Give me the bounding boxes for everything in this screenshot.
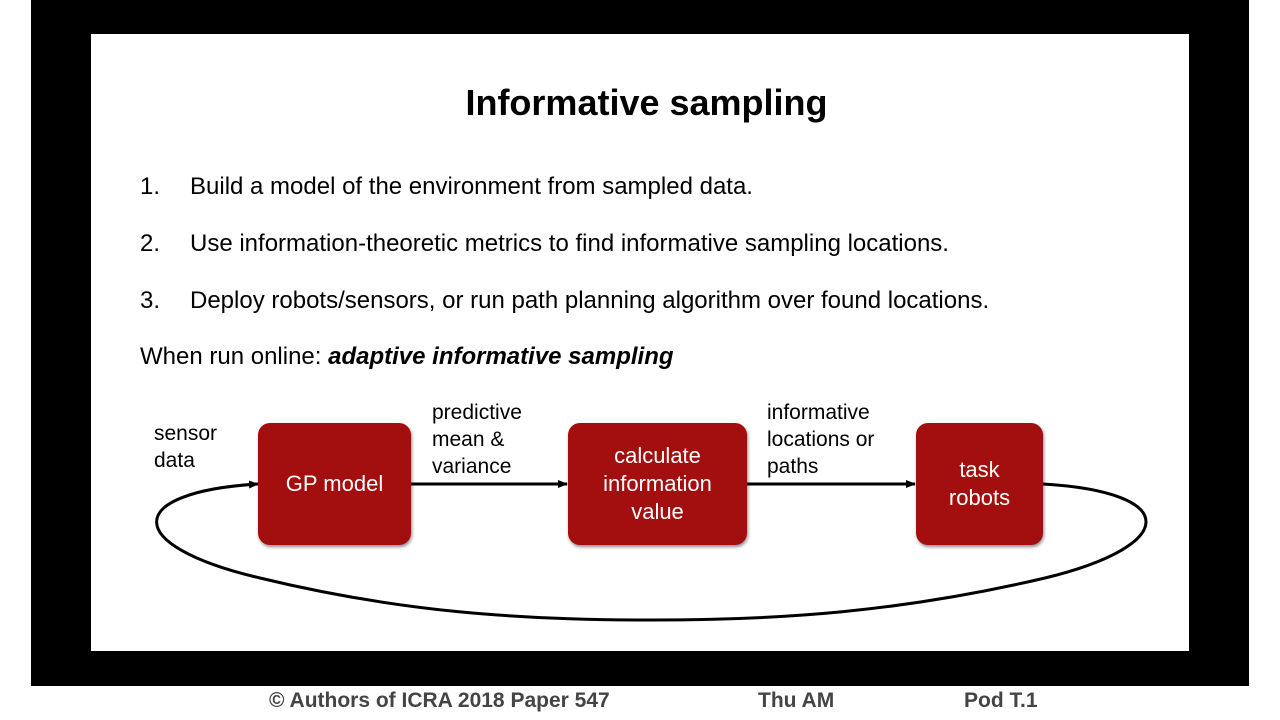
list-item-text: Build a model of the environment from sa… — [190, 173, 753, 200]
footer-session: Thu AM — [758, 689, 835, 712]
footer-copyright: © Authors of ICRA 2018 Paper 547 — [269, 689, 610, 712]
list-item-text: Deploy robots/sensors, or run path plann… — [190, 287, 990, 314]
list-item-number: 3. — [140, 287, 161, 314]
gp-model-box: GP model — [258, 423, 411, 545]
footer: © Authors of ICRA 2018 Paper 547 Thu AM … — [0, 689, 1280, 717]
calculate-information-value-box: calculate information value — [568, 423, 747, 545]
slide-title: Informative sampling — [465, 82, 828, 123]
task-robots-box: task robots — [916, 423, 1043, 545]
online-line: When run online: adaptive informative sa… — [140, 343, 674, 371]
online-emphasis: adaptive informative sampling — [328, 343, 674, 370]
footer-pod: Pod T.1 — [964, 689, 1038, 712]
predictive-mean-variance-label: predictive mean & variance — [432, 401, 522, 478]
slide — [91, 34, 1189, 651]
informative-locations-label: informative locations or paths — [767, 401, 875, 478]
sensor-data-label: sensor data — [154, 422, 218, 472]
feedback-loop-arc — [155, 480, 1148, 622]
list-item-number: 2. — [140, 230, 161, 257]
online-prefix: When run online: — [140, 343, 329, 370]
list-item-text: Use information-theoretic metrics to fin… — [190, 230, 949, 257]
list-item-number: 1. — [140, 173, 161, 200]
